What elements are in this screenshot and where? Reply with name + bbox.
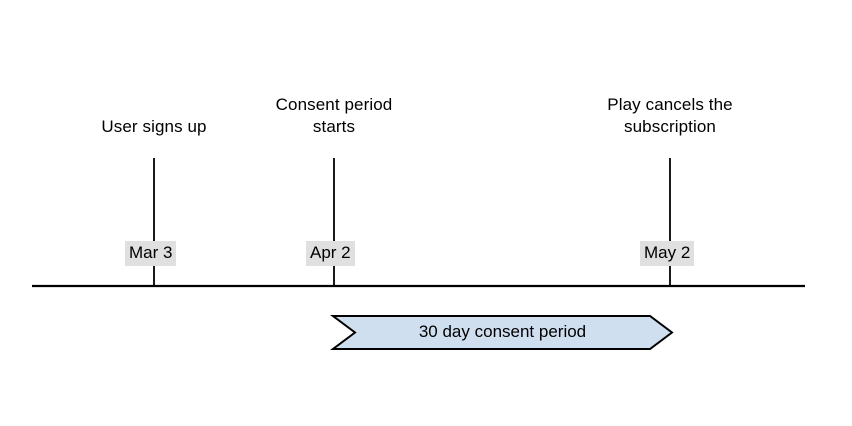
milestone-title-consent-period-starts: Consent period starts (275, 95, 393, 136)
milestone-date-play-cancels-subscription: May 2 (640, 241, 695, 266)
milestone-title-user-signs-up: User signs up (101, 117, 207, 136)
consent-period-band-label: 30 day consent period (418, 322, 587, 341)
consent-period-band-shape (330, 315, 674, 350)
milestone-title-play-cancels-subscription: Play cancels the subscription (607, 95, 733, 136)
milestone-date-consent-period-starts: Apr 2 (306, 241, 355, 266)
milestone-date-user-signs-up: Mar 3 (125, 241, 177, 266)
